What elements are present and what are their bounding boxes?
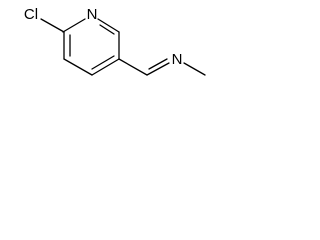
bond-n-ch3 (183, 62, 206, 76)
bond-n1-c6-inner (99, 24, 115, 35)
ring-nitrogen-atom-label: N (87, 6, 98, 23)
bond-c2-n1 (62, 18, 86, 33)
bond-c5-c4 (91, 58, 120, 76)
bond-c5-ch (118, 58, 148, 76)
bond-ch-n (146, 62, 170, 76)
chlorine-atom-label: Cl (24, 6, 38, 23)
chemical-structure-diagram: Cl N N (24, 6, 206, 76)
bond-c2-cl (40, 18, 65, 33)
bond-c5-c4-inner (91, 55, 115, 70)
bond-n1-c6 (97, 18, 120, 33)
structure-canvas: Cl N N (0, 0, 226, 98)
bond-ch-n-double (148, 58, 168, 70)
bond-c4-c3 (63, 58, 93, 76)
imine-nitrogen-atom-label: N (172, 51, 183, 68)
